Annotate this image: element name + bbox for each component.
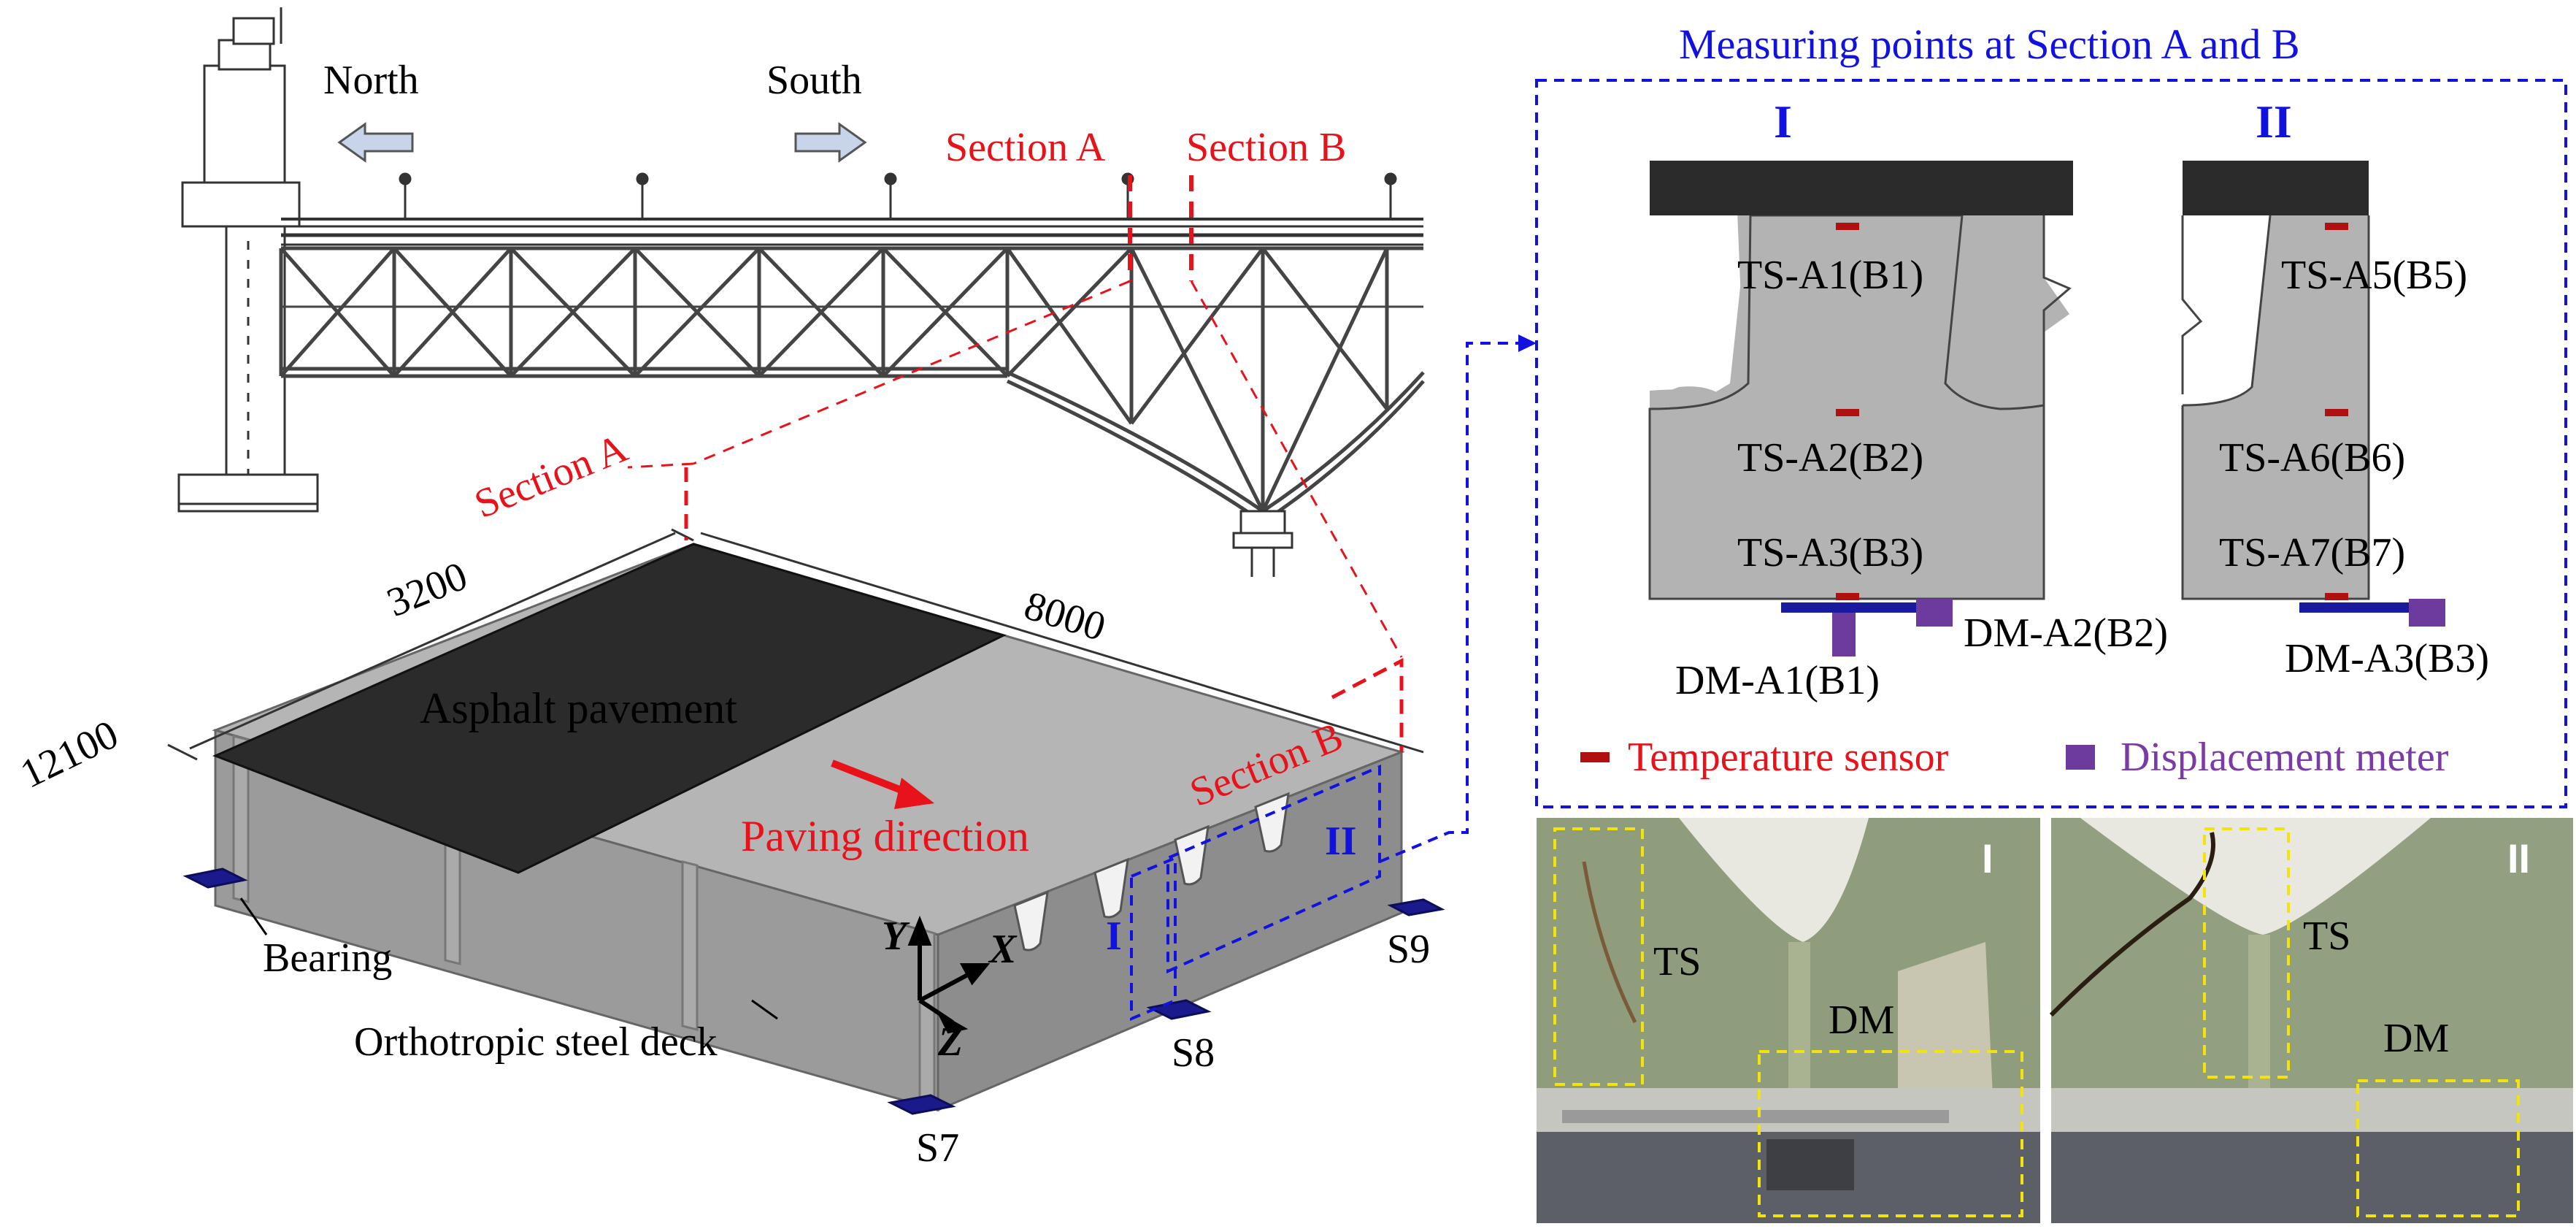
section-ii-label: II <box>2256 96 2292 148</box>
ts-a1-label: TS-A1(B1) <box>1737 253 1923 298</box>
asphalt-layer <box>212 543 1007 874</box>
legend-disp-swatch <box>2066 745 2095 770</box>
region-2-box <box>1166 764 1381 974</box>
bridge-section-a-label: Section A <box>945 125 1106 170</box>
truss <box>279 246 1425 526</box>
link-arrowhead <box>1518 334 1537 352</box>
deck-model: 3200 8000 12100 Section A Section B Asph… <box>14 334 1537 1171</box>
bearings <box>182 868 1445 1115</box>
measuring-panel-frame <box>1535 79 2567 808</box>
bridge-section-b-label: Section B <box>1186 125 1346 170</box>
axis-x: X <box>988 927 1018 972</box>
ts-a5-marker <box>2325 223 2348 230</box>
north-arrow <box>337 122 414 163</box>
legend-disp-label: Displacement meter <box>2121 735 2449 780</box>
paving-label: Paving direction <box>741 812 1029 860</box>
photo-1-dm: DM <box>1829 998 1894 1043</box>
south-arrow <box>794 122 867 163</box>
bridge-deck-top <box>281 218 1423 246</box>
deck-end <box>937 750 1403 1112</box>
dm-a3-label: DM-A3(B3) <box>2285 636 2489 681</box>
coordinate-axes <box>907 915 991 1034</box>
ts-a5-label: TS-A5(B5) <box>2281 253 2467 298</box>
dim-total: 12100 <box>14 712 126 797</box>
bearing-leader <box>239 897 268 935</box>
photo-1-region: I <box>1982 835 1993 881</box>
photo-2: II TS DM <box>2049 818 2573 1223</box>
axis-z: Z <box>937 1019 963 1065</box>
axis-y: Y <box>882 914 910 959</box>
ts-a6-marker <box>2325 409 2348 416</box>
ts-a7-label: TS-A7(B7) <box>2219 530 2405 575</box>
section-ii-drawing <box>2181 161 2370 600</box>
paving-arrow <box>831 759 934 809</box>
ts-a3-label: TS-A3(B3) <box>1737 530 1923 575</box>
region-to-panel-link <box>1379 342 1522 863</box>
dm-a3-meter <box>2409 599 2445 627</box>
legend-temp-swatch <box>1580 752 1610 762</box>
photo-2-dm: DM <box>2383 1016 2449 1061</box>
legend-temp-label: Temperature sensor <box>1628 735 1949 780</box>
u-rib-openings <box>1013 792 1290 952</box>
south-label: South <box>766 58 862 103</box>
deck-section-a-label: Section A <box>469 425 634 527</box>
pier <box>1232 510 1293 577</box>
dm-a1-bar <box>1781 602 1953 613</box>
deck-region-1: I <box>1106 914 1122 959</box>
ts-a2-label: TS-A2(B2) <box>1737 435 1923 481</box>
asphalt-label: Asphalt pavement <box>420 684 737 732</box>
bearing-label: Bearing <box>263 935 392 981</box>
deck-label: Orthotropic steel deck <box>354 1019 718 1065</box>
support-s8: S8 <box>1172 1030 1215 1076</box>
photo-1-ts-box <box>1553 827 1644 1086</box>
section-i-label: I <box>1774 96 1792 148</box>
measuring-panel: Measuring points at Section A and B I TS… <box>1535 20 2567 808</box>
support-s9: S9 <box>1387 927 1430 972</box>
north-label: North <box>323 58 419 103</box>
dm-a2-meter <box>1916 599 1953 627</box>
photo-1-dm-box <box>1758 1050 2023 1217</box>
section-i-drawing <box>1648 161 2073 600</box>
deck-section-b-cut <box>1331 657 1404 752</box>
bridge-elevation: North South Section A Section B <box>177 7 1425 577</box>
lamp-posts <box>399 172 1397 219</box>
photo-2-region: II <box>2507 835 2530 881</box>
support-s7: S7 <box>916 1125 959 1171</box>
photo-2-dm-box <box>2356 1079 2520 1217</box>
dim-width: 3200 <box>381 554 474 626</box>
ts-a2-marker <box>1836 409 1859 416</box>
dm-a2-label: DM-A2(B2) <box>1964 610 2168 656</box>
dm-a1-label: DM-A1(B1) <box>1675 658 1880 703</box>
dim-length: 8000 <box>1019 583 1110 650</box>
projection-lines <box>627 280 1403 658</box>
photo-1-ts: TS <box>1653 939 1701 984</box>
ts-a3-marker <box>1836 593 1859 600</box>
north-tower <box>177 7 319 513</box>
measuring-panel-title: Measuring points at Section A and B <box>1679 20 2300 68</box>
dimension-lines <box>167 528 1424 761</box>
photo-2-ts: TS <box>2303 914 2350 959</box>
deck-region-2: II <box>1325 819 1357 864</box>
ts-a1-marker <box>1836 223 1859 230</box>
ts-a6-label: TS-A6(B6) <box>2219 435 2405 481</box>
ts-a7-marker <box>2325 593 2348 600</box>
photo-1: I TS DM <box>1537 818 2040 1223</box>
dm-a1-meter <box>1832 613 1856 656</box>
region-1-box <box>1130 856 1177 1021</box>
deck-leader <box>751 999 778 1020</box>
photo-2-ts-box <box>2203 827 2290 1079</box>
